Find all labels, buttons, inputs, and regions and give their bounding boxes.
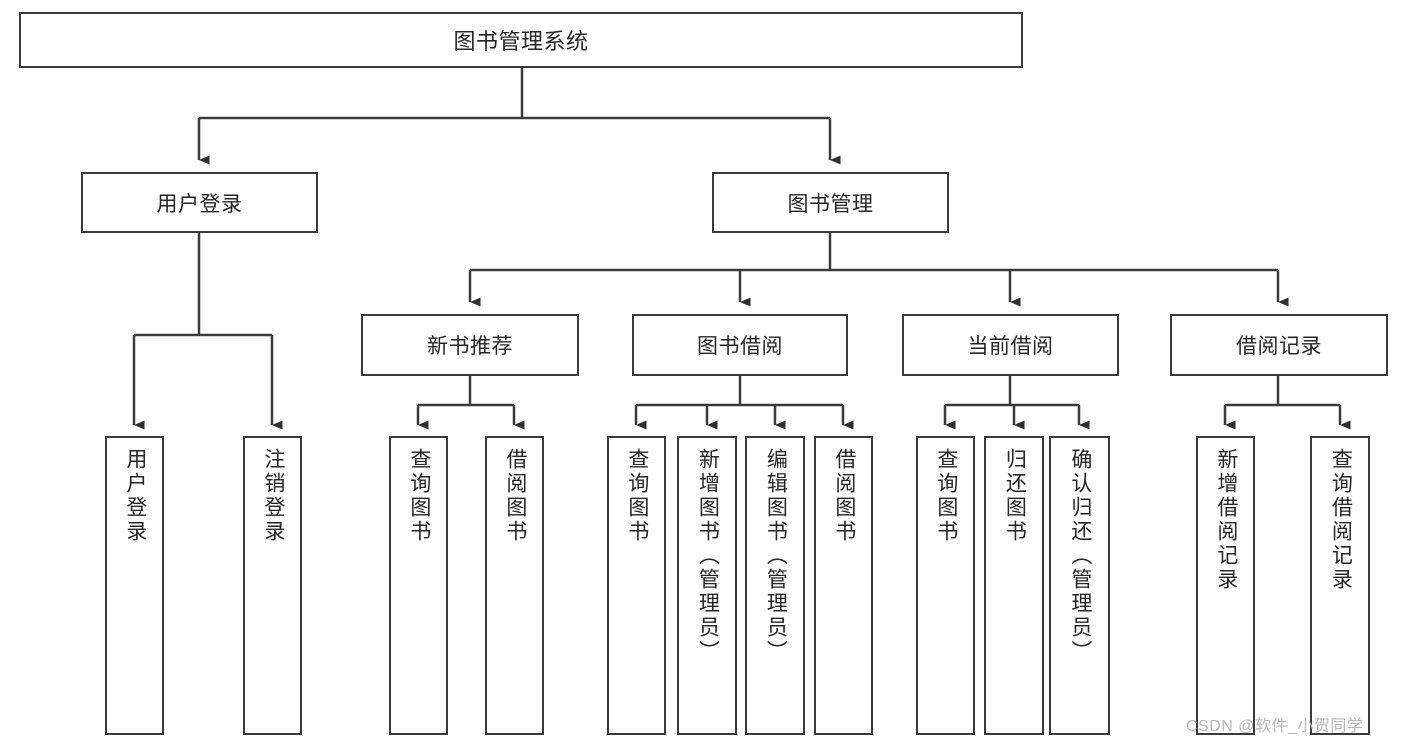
node-label: 编辑图书（管理员） (764, 448, 788, 664)
node-label: 确认归还（管理员） (1068, 448, 1092, 664)
node-label: 用户登录 (123, 448, 147, 544)
leaf-node-user-logout[interactable]: 注销登录 (243, 436, 302, 735)
leaf-node-borrow-book-2[interactable]: 借阅图书 (814, 436, 873, 735)
leaf-node-borrow-book-1[interactable]: 借阅图书 (485, 436, 544, 735)
node-label: 图书管理系统 (453, 29, 589, 54)
leaf-node-return-book[interactable]: 归还图书 (984, 436, 1044, 735)
node-user-login[interactable]: 用户登录 (81, 172, 318, 233)
node-root-system[interactable]: 图书管理系统 (19, 12, 1023, 68)
node-label: 查询图书 (407, 448, 431, 544)
node-label: 新书推荐 (427, 335, 513, 358)
leaf-node-query-record[interactable]: 查询借阅记录 (1310, 436, 1370, 735)
leaf-node-add-record[interactable]: 新增借阅记录 (1196, 436, 1255, 735)
node-label: 借阅图书 (503, 448, 527, 544)
leaf-node-query-book-3[interactable]: 查询图书 (916, 436, 975, 735)
leaf-node-query-book-1[interactable]: 查询图书 (389, 436, 448, 735)
node-book-manage[interactable]: 图书管理 (712, 172, 949, 233)
node-label: 新增借阅记录 (1214, 448, 1238, 592)
node-current-borrow[interactable]: 当前借阅 (902, 314, 1119, 376)
node-book-borrow[interactable]: 图书借阅 (632, 314, 848, 376)
node-label: 图书借阅 (697, 335, 783, 358)
csdn-watermark: CSDN @软件_小贺同学 (1186, 718, 1364, 735)
node-label: 新增图书（管理员） (696, 448, 720, 664)
node-new-book-rec[interactable]: 新书推荐 (361, 314, 579, 376)
node-label: 注销登录 (261, 448, 285, 544)
node-label: 查询图书 (625, 448, 649, 544)
node-label: 用户登录 (156, 192, 243, 216)
node-label: 当前借阅 (967, 335, 1054, 358)
node-label: 借阅记录 (1236, 335, 1322, 358)
node-borrow-record[interactable]: 借阅记录 (1170, 314, 1388, 376)
node-label: 查询借阅记录 (1329, 448, 1353, 592)
node-label: 归还图书 (1003, 448, 1027, 544)
node-label: 查询图书 (934, 448, 958, 544)
node-label: 借阅图书 (832, 448, 856, 544)
leaf-node-edit-book[interactable]: 编辑图书（管理员） (745, 436, 805, 735)
leaf-node-confirm-return[interactable]: 确认归还（管理员） (1049, 436, 1110, 735)
leaf-node-add-book[interactable]: 新增图书（管理员） (677, 436, 737, 735)
node-label: 图书管理 (787, 192, 874, 216)
leaf-node-query-book-2[interactable]: 查询图书 (607, 436, 666, 735)
leaf-node-user-login[interactable]: 用户登录 (105, 436, 164, 735)
